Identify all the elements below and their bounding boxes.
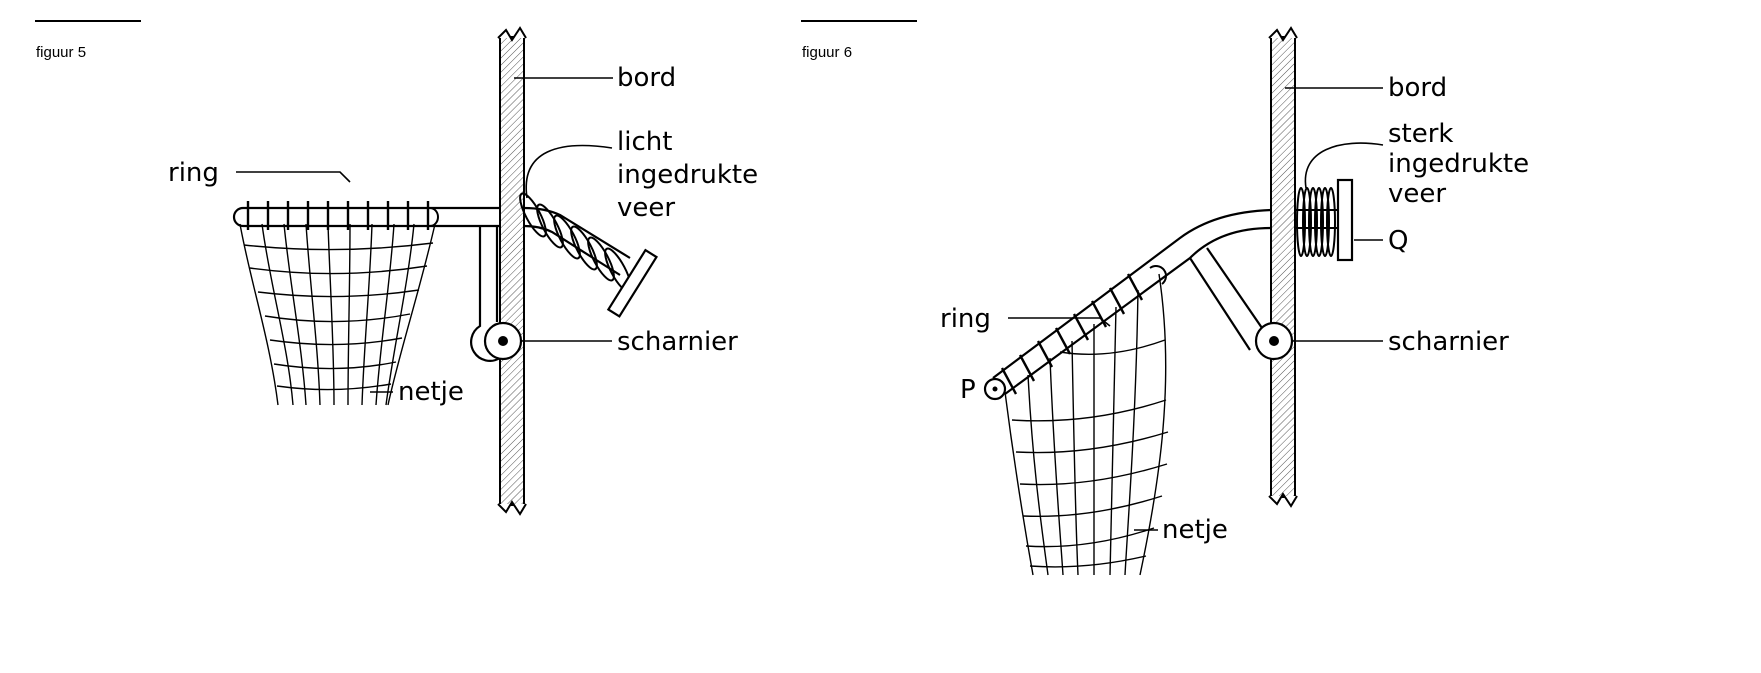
figure5-label-spring-line2: ingedrukte (617, 160, 758, 190)
figure5-label-spring-line3: veer (617, 193, 675, 223)
figure6-ring (992, 208, 1272, 395)
figure6-bracket (1189, 247, 1263, 351)
figure6-diagram: bord sterk ingedrukte veer Q ring scharn… (940, 26, 1529, 576)
figure6-label-ring: ring (940, 304, 991, 334)
figure5-net (239, 223, 436, 406)
figure6-label-point-p: P (960, 375, 976, 405)
figure6-top-rule (801, 20, 917, 22)
figure6-caption: figuur 6 (802, 44, 853, 61)
figure6-board (1268, 26, 1298, 508)
figure6-label-spring-line1: sterk (1388, 119, 1453, 149)
figure6-spring (1295, 187, 1338, 257)
figure6-label-hinge: scharnier (1388, 327, 1509, 357)
figure6-label-spring-line2: ingedrukte (1388, 149, 1529, 179)
figure5-label-net: netje (398, 377, 464, 407)
figure5-label-board: bord (617, 63, 676, 93)
figure5-top-rule (35, 20, 141, 22)
figure5-caption: figuur 5 (36, 44, 87, 61)
figure6-hinge (1254, 321, 1294, 361)
figure5-rod-through (523, 206, 631, 276)
figure5-board (497, 26, 527, 516)
figure5-ring (232, 201, 500, 230)
figure5-spring-plate (606, 248, 658, 318)
figure6-label-point-q: Q (1388, 226, 1408, 256)
figure6-point-p (983, 377, 1007, 401)
figure5-label-hinge: scharnier (617, 327, 738, 357)
figure6-label-spring-line3: veer (1388, 179, 1446, 209)
figure5-diagram: bord licht ingedrukte veer ring scharnie… (168, 26, 758, 516)
figure6-label-board: bord (1388, 73, 1447, 103)
figure6-label-net: netje (1162, 515, 1228, 545)
figure6-net (1004, 273, 1169, 576)
figure6-spring-plate (1336, 178, 1354, 262)
figure5-label-ring: ring (168, 158, 219, 188)
figure5-spring (519, 192, 632, 293)
figure6-leader-lines (1008, 87, 1384, 531)
figure5-hinge (483, 321, 523, 361)
figure5-bracket (470, 226, 501, 362)
figure5-leader-lines (236, 77, 613, 393)
figure5-label-spring-line1: licht (617, 127, 672, 157)
